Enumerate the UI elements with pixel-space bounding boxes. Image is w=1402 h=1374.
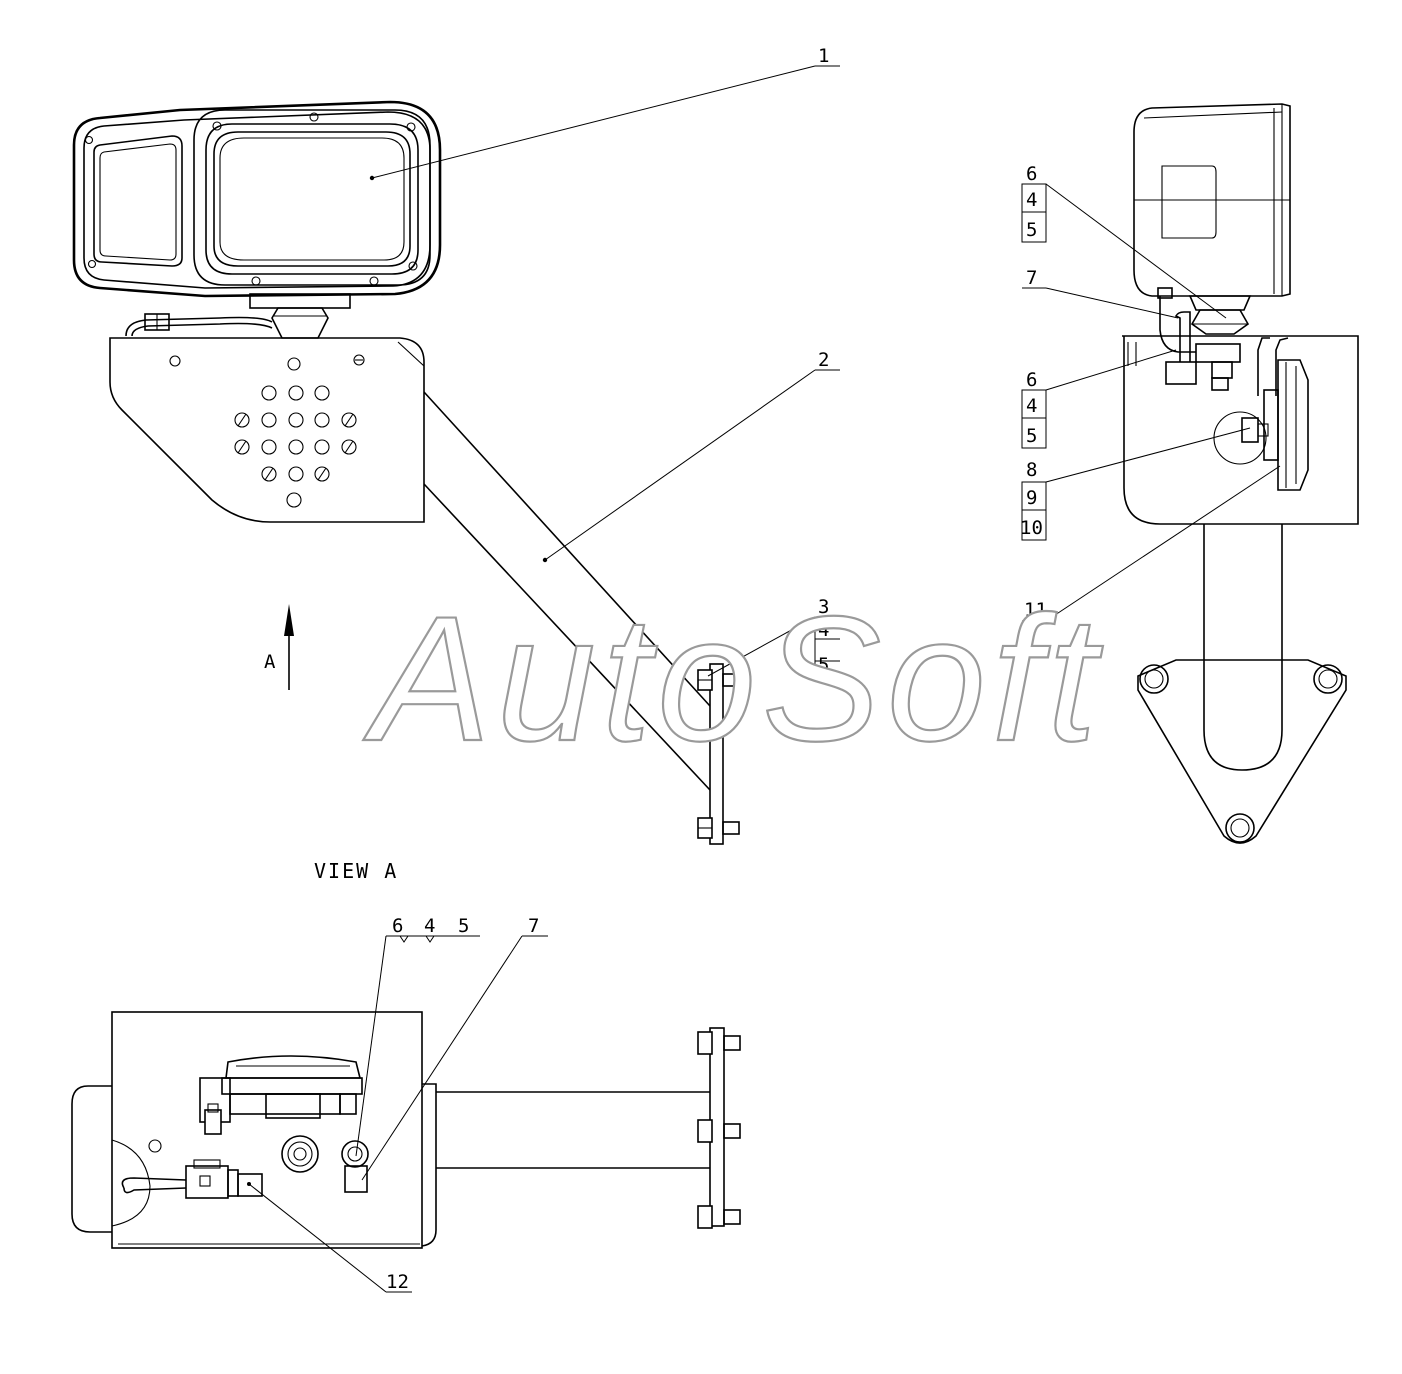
callout-5-mid: 5 <box>1026 425 1037 447</box>
side-post <box>1137 524 1347 844</box>
callout-10: 10 <box>1020 517 1043 539</box>
view-arrow: A <box>264 604 294 690</box>
view-a-mechanism <box>199 1055 369 1193</box>
callout-8: 8 <box>1026 459 1037 481</box>
front-leaders <box>369 65 840 679</box>
callout-6-mid: 6 <box>1026 369 1037 391</box>
callout-3: 3 <box>818 596 829 618</box>
callout-4-top: 4 <box>1026 189 1037 211</box>
callout-7-side: 7 <box>1026 267 1037 289</box>
view-a-callout-5: 5 <box>458 915 469 937</box>
view-a-callout-12: 12 <box>386 1271 409 1293</box>
callout-4: 4 <box>818 619 829 641</box>
view-a-housing <box>71 1011 437 1249</box>
front-view: A 1 2 3 4 5 <box>72 45 840 845</box>
lamp-housing <box>72 100 442 339</box>
callout-1: 1 <box>818 45 829 67</box>
side-bracket <box>1122 287 1359 525</box>
bracket-plate <box>109 337 425 523</box>
callout-11: 11 <box>1024 599 1047 621</box>
view-a-arm <box>436 1027 741 1229</box>
support-arm <box>423 391 740 845</box>
side-callout-table <box>1021 183 1281 622</box>
callout-9: 9 <box>1026 487 1037 509</box>
view-a: 6 4 5 7 12 <box>71 915 741 1293</box>
view-a-connector <box>121 1159 263 1199</box>
view-a-title: VIEW A <box>314 859 398 883</box>
callout-5: 5 <box>818 654 829 676</box>
watermark: AutoSoft <box>363 579 1103 778</box>
view-a-leaders <box>247 935 548 1293</box>
vent-holes <box>234 385 357 508</box>
callout-5-top: 5 <box>1026 219 1037 241</box>
callout-2: 2 <box>818 349 829 371</box>
view-a-callout-4: 4 <box>424 915 435 937</box>
lamp-side <box>1133 103 1291 335</box>
side-view: 6 4 5 7 6 4 5 8 9 10 11 <box>1020 103 1359 844</box>
view-a-callout-6: 6 <box>392 915 403 937</box>
arrow-label: A <box>264 651 276 673</box>
callout-6-top: 6 <box>1026 163 1037 185</box>
callout-4-mid: 4 <box>1026 395 1037 417</box>
view-a-callout-7: 7 <box>528 915 539 937</box>
